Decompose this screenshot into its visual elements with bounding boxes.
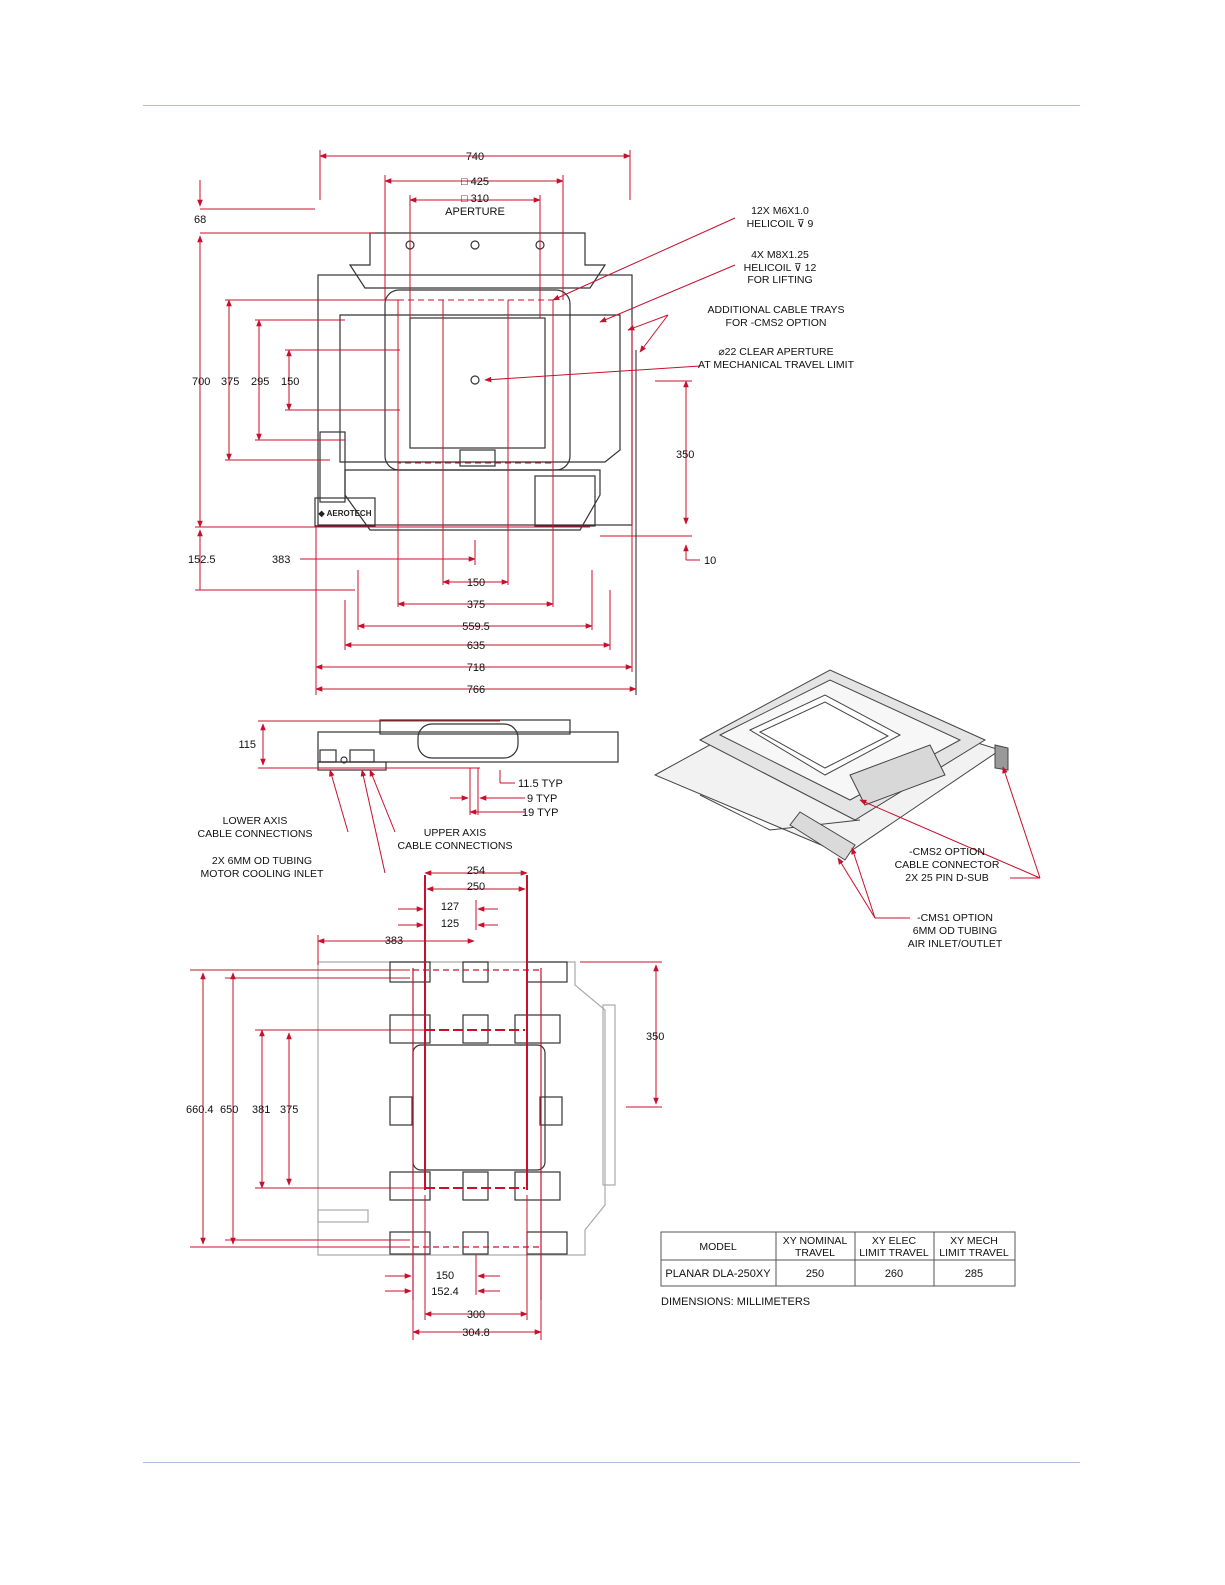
callout-helicoil-m8-line3: FOR LIFTING	[747, 274, 812, 286]
dim-350-bottom-view: 350	[646, 1031, 664, 1043]
dim-660-4: 660.4	[186, 1104, 214, 1116]
top-view: ◆ AEROTECH	[188, 150, 855, 696]
side-view: 115 11.5 TYP 9 TYP 19 TYP LOWER AXIS CAB…	[198, 719, 619, 880]
side-view-outline	[317, 719, 619, 771]
top-view-dimension-labels: 740 □ 425 □ 310 APERTURE 68 700 375 295 …	[188, 151, 716, 696]
bottom-view: 254 250 127 125 383 660.4 650 381 375 35…	[186, 865, 664, 1340]
callout-tubing-line1: 2X 6MM OD TUBING	[212, 855, 312, 867]
dimensions-units-note: DIMENSIONS: MILLIMETERS	[661, 1296, 810, 1308]
table-cell-elec: 260	[885, 1268, 903, 1280]
dim-295: 295	[251, 376, 269, 388]
callout-cable-trays-line2: FOR -CMS2 OPTION	[726, 317, 827, 329]
dim-375-bottom-view: 375	[280, 1104, 298, 1116]
dim-68: 68	[194, 214, 206, 226]
dim-718: 718	[467, 662, 485, 674]
dim-304-8: 304.8	[462, 1327, 490, 1339]
bottom-view-dimension-lines	[190, 870, 662, 1340]
side-view-labels: 115 11.5 TYP 9 TYP 19 TYP LOWER AXIS CAB…	[198, 739, 563, 880]
dim-310-square: □ 310	[461, 193, 489, 205]
dim-559-5: 559.5	[462, 621, 490, 633]
dim-740: 740	[466, 151, 484, 163]
isometric-callouts: -CMS2 OPTION CABLE CONNECTOR 2X 25 PIN D…	[895, 846, 1003, 950]
bottom-view-outline	[317, 961, 616, 1256]
isometric-view: -CMS2 OPTION CABLE CONNECTOR 2X 25 PIN D…	[653, 669, 1041, 950]
callout-helicoil-m8-line1: 4X M8X1.25	[751, 249, 809, 261]
table-header-elec-line1: XY ELEC	[872, 1235, 917, 1247]
callout-cms2-line3: 2X 25 PIN D-SUB	[905, 872, 988, 884]
dim-11-5-typ: 11.5 TYP	[518, 778, 563, 790]
dim-300: 300	[467, 1309, 485, 1321]
dim-9-typ: 9 TYP	[527, 793, 557, 805]
dim-10: 10	[704, 555, 716, 567]
callout-upper-axis-line2: CABLE CONNECTIONS	[398, 840, 513, 852]
top-view-callouts: 12X M6X1.0 HELICOIL ⊽ 9 4X M8X1.25 HELIC…	[698, 205, 855, 371]
dim-383-top: 383	[272, 554, 290, 566]
dim-766: 766	[467, 684, 485, 696]
table-cell-model: PLANAR DLA-250XY	[665, 1268, 771, 1280]
side-view-dimension-lines	[258, 720, 525, 874]
callout-cms1-line1: -CMS1 OPTION	[917, 912, 993, 924]
dim-375-left: 375	[221, 376, 239, 388]
dim-375-bottom: 375	[467, 599, 485, 611]
table-header-nominal-line1: XY NOMINAL	[783, 1235, 848, 1247]
dim-381: 381	[252, 1104, 270, 1116]
page-top-rule	[143, 105, 1080, 106]
dim-150-bottom-view: 150	[436, 1270, 454, 1282]
callout-cms1-line3: AIR INLET/OUTLET	[908, 938, 1003, 950]
callout-clear-aperture-line2: AT MECHANICAL TRAVEL LIMIT	[698, 359, 855, 371]
callout-helicoil-m6-line1: 12X M6X1.0	[751, 205, 809, 217]
aperture-label: APERTURE	[445, 206, 505, 218]
top-view-dimension-lines	[195, 150, 736, 695]
dim-115: 115	[238, 739, 256, 751]
spec-table: MODEL XY NOMINAL TRAVEL XY ELEC LIMIT TR…	[660, 1231, 1016, 1308]
table-header-elec-line2: LIMIT TRAVEL	[859, 1247, 929, 1259]
isometric-leaders	[837, 766, 1041, 919]
dim-635: 635	[467, 640, 485, 652]
table-header-model: MODEL	[699, 1241, 737, 1253]
top-view-hole-pattern	[397, 299, 554, 607]
page-bottom-rule	[143, 1462, 1080, 1463]
bottom-view-dimension-labels: 254 250 127 125 383 660.4 650 381 375 35…	[186, 865, 664, 1339]
dim-254: 254	[467, 865, 485, 877]
callout-helicoil-m6-line2: HELICOIL ⊽ 9	[747, 218, 814, 230]
callout-cms2-line2: CABLE CONNECTOR	[895, 859, 1000, 871]
dim-700: 700	[192, 376, 210, 388]
dim-152-4: 152.4	[431, 1286, 459, 1298]
dim-350-right: 350	[676, 449, 694, 461]
callout-cms2-line1: -CMS2 OPTION	[909, 846, 985, 858]
callout-tubing-line2: MOTOR COOLING INLET	[201, 868, 324, 880]
callout-upper-axis-line1: UPPER AXIS	[424, 827, 486, 839]
dim-152-5: 152.5	[188, 554, 216, 566]
dim-127: 127	[441, 901, 459, 913]
table-header-mech-line1: XY MECH	[950, 1235, 998, 1247]
isometric-stage	[653, 669, 1009, 861]
callout-lower-axis-line1: LOWER AXIS	[223, 815, 288, 827]
table-cell-nominal: 250	[806, 1268, 824, 1280]
table-header-nominal-line2: TRAVEL	[795, 1247, 835, 1259]
callout-helicoil-m8-line2: HELICOIL ⊽ 12	[744, 262, 817, 274]
dim-250: 250	[467, 881, 485, 893]
table-header-mech-line2: LIMIT TRAVEL	[939, 1247, 1009, 1259]
callout-cable-trays-line1: ADDITIONAL CABLE TRAYS	[708, 304, 845, 316]
dim-383-bottom: 383	[385, 935, 403, 947]
dim-150-left: 150	[281, 376, 299, 388]
callout-lower-axis-line2: CABLE CONNECTIONS	[198, 828, 313, 840]
bottom-view-hole-pattern	[412, 875, 542, 1300]
callout-clear-aperture-line1: ⌀22 CLEAR APERTURE	[718, 346, 833, 358]
top-view-stage-outline	[314, 232, 633, 531]
dim-425-square: □ 425	[461, 176, 489, 188]
table-cell-mech: 285	[965, 1268, 983, 1280]
dim-150-bottom: 150	[467, 577, 485, 589]
aerotech-logo: ◆ AEROTECH	[318, 509, 372, 518]
dim-650: 650	[220, 1104, 238, 1116]
dim-125: 125	[441, 918, 459, 930]
callout-cms1-line2: 6MM OD TUBING	[913, 925, 997, 937]
dim-19-typ: 19 TYP	[522, 807, 559, 819]
